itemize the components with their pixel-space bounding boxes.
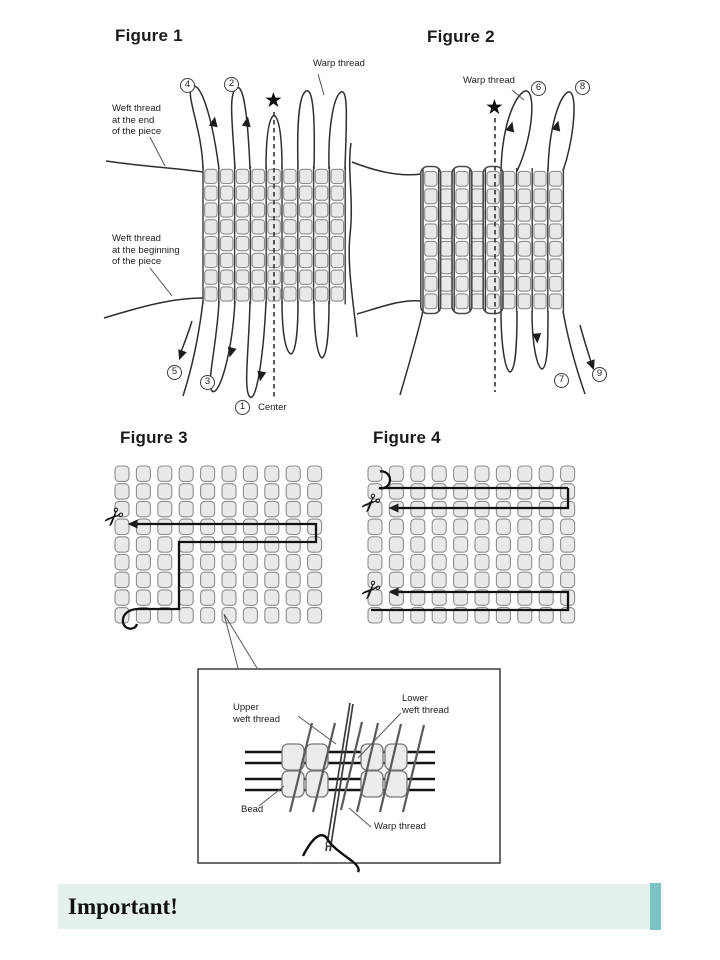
direction-arrowheads [178, 116, 595, 382]
inset-warp-threads [288, 721, 426, 813]
important-banner: Important! [58, 884, 650, 929]
figure3-thread-path [121, 519, 318, 669]
needle-thread [301, 834, 360, 873]
figure2-warp-loops [399, 89, 592, 396]
figure4-thread-paths [371, 470, 570, 612]
diagram-canvas [103, 73, 595, 873]
important-banner-accent-bar [650, 883, 661, 930]
important-banner-text: Important! [68, 893, 178, 919]
figure2-column-outlines [419, 165, 504, 315]
bead-grid-figure2 [422, 168, 565, 312]
detail-inset [197, 668, 501, 873]
figure1-warp-loops [103, 73, 358, 398]
bead-grid-figure4 [367, 465, 576, 624]
bead-grid-figure3 [114, 465, 323, 624]
inset-beads [281, 743, 408, 798]
bead-grid-figure1 [202, 166, 346, 305]
weft-connectors [351, 161, 422, 315]
inset-label-pointers [258, 712, 402, 828]
